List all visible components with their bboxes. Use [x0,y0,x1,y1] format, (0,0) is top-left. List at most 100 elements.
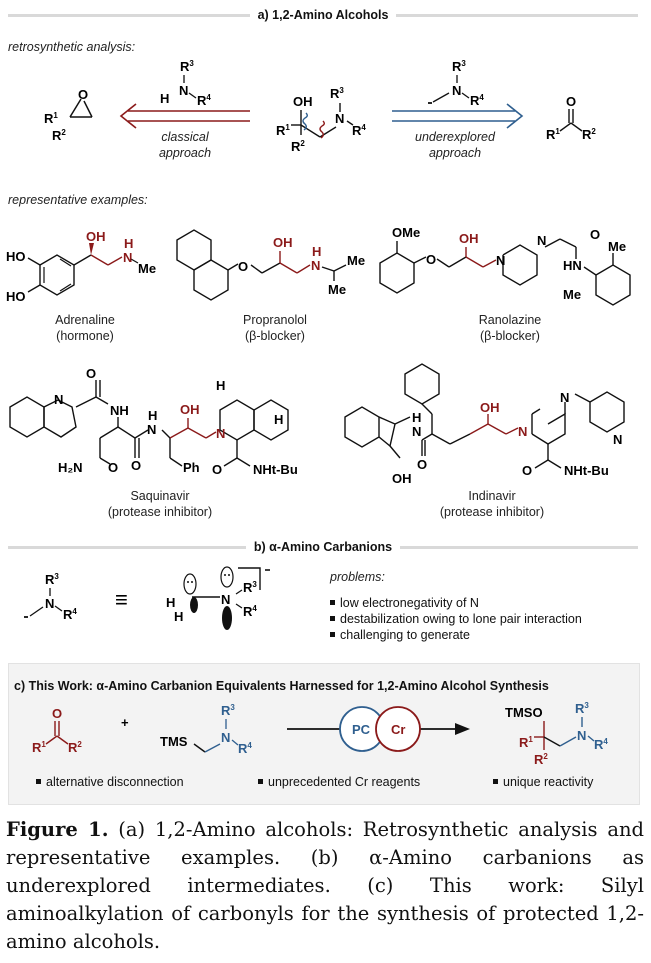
section-a-title: a) 1,2-Amino Alcohols [257,8,389,22]
c-amine-n: N [221,730,230,745]
saquinavir-amide-h: H [148,408,157,423]
propranolol-oh: OH [273,235,293,250]
adrenaline-oh: OH [86,229,106,244]
epoxide-r2: R2 [52,128,66,143]
propranolol-chain [250,251,347,281]
carbanion-r3: R3 [452,59,466,74]
ranolazine-caption: Ranolazine (β-blocker) [460,312,560,344]
saquinavir-amide-n: N [147,422,156,437]
c-product-n: N [577,728,586,743]
center-r2: R2 [291,139,305,154]
indinavir-structure [344,363,625,469]
orbital-h-2: H [174,609,183,624]
red-disconnection-squiggle [319,120,325,139]
saquinavir-structure [9,380,289,467]
ranolazine-name: Ranolazine [478,313,542,327]
section-b-title: b) α-Amino Carbanions [253,540,393,554]
underexplored-line1: underexplored [415,130,495,144]
ranolazine-red-chain [465,247,497,268]
problems-label: problems: [330,570,385,584]
center-n: N [335,111,344,126]
c-bullet-1: alternative disconnection [36,774,184,790]
epoxide-structure [69,98,93,118]
adrenaline-class: (hormone) [56,329,114,343]
problem-item: destabilization owing to lone pair inter… [330,611,582,627]
cr-label: Cr [391,722,405,737]
ranolazine-me-1: Me [608,239,626,254]
c-amine-r4: R4 [238,741,252,756]
section-c-title: c) This Work: α-Amino Carbanion Equivale… [14,679,549,693]
c-bullet-text: unprecedented Cr reagents [268,775,421,789]
indinavir-oh-1: OH [392,471,412,486]
propranolol-name: Propranolol [243,313,307,327]
underexplored-approach-label: underexplored approach [405,129,505,161]
saquinavir-o-2: O [108,460,118,475]
section-b-header: b) α-Amino Carbanions [8,539,638,555]
c-bullet-text: alternative disconnection [46,775,184,789]
indinavir-class: (protease inhibitor) [439,505,545,519]
propranolol-me-1: Me [347,253,365,268]
this-work-box [8,663,640,805]
cr-cycle [375,706,421,752]
b-r3: R3 [45,572,59,587]
c-ketone-o: O [52,706,62,721]
c-ketone-r2: R2 [68,740,82,755]
header-rule-right [396,13,638,17]
figure-caption: Figure 1. (a) 1,2-Amino alcohols: Retros… [6,816,644,956]
indinavir-nhtbu: NHt-Bu [564,463,609,478]
propranolol-class: (β-blocker) [245,329,305,343]
ranolazine-n-1: N [496,253,505,268]
pc-label: PC [352,722,371,737]
examples-label: representative examples: [8,193,148,207]
ranolazine-n-2: N [537,233,546,248]
ketone-r2: R2 [582,127,596,142]
saquinavir-o-1: O [86,366,96,381]
center-oh: OH [293,94,313,109]
orbital-h-1: H [166,595,175,610]
saquinavir-nh: NH [110,403,129,418]
amine-r3: R3 [180,59,194,74]
c-bullet-3: unique reactivity [493,774,593,790]
caption-text: (a) 1,2-Amino alcohols: Retrosynthetic a… [6,818,644,953]
indinavir-caption: Indinavir (protease inhibitor) [422,488,562,520]
adrenaline-nh-h: H [124,236,133,251]
center-r4: R4 [352,123,366,138]
problem-item: challenging to generate [330,627,582,643]
amine-r4: R4 [197,93,211,108]
c-bullet-2: unprecedented Cr reagents [258,774,420,790]
orbital-r3: R3 [243,580,257,595]
header-rule-right [400,545,638,549]
saquinavir-class: (protease inhibitor) [107,505,213,519]
b-n: N [45,596,54,611]
adrenaline-n: N [123,250,132,265]
ketone-bonds [559,109,583,132]
underexplored-line2: approach [428,146,482,160]
propranolol-o: O [238,259,248,274]
orbital-r4: R4 [243,604,257,619]
c-product-r2: R2 [534,752,548,767]
saquinavir-nhtbu: NHt-Bu [253,462,298,477]
ranolazine-me-2: Me [563,287,581,302]
propranolol-caption: Propranolol (β-blocker) [225,312,325,344]
center-r3: R3 [330,86,344,101]
indinavir-n-2: N [560,390,569,405]
saquinavir-h2n: H₂N [58,460,83,475]
propranolol-me-2: Me [328,282,346,297]
amine-n: N [179,83,188,98]
ranolazine-carbonyl-o: O [590,227,600,242]
classical-line1: classical [161,130,209,144]
problem-text: low electronegativity of N [340,596,479,610]
adrenaline-caption: Adrenaline (hormone) [40,312,130,344]
propranolol-n: N [311,258,320,273]
c-bullet-text: unique reactivity [503,775,594,789]
indinavir-n-1: N [518,424,527,439]
ketone-o: O [566,94,576,109]
header-rule-left [8,545,246,549]
carbanion-n: N [452,83,461,98]
indinavir-amide-h: H [412,410,421,425]
this-work-scheme: O R1 R2 + TMS N R3 R4 PC Cr TMSO R3 N R4… [32,701,608,767]
underexplored-arrow [392,103,524,129]
classical-approach-label: classical approach [140,129,230,161]
propranolol-nh-h: H [312,244,321,259]
problem-item: low electronegativity of N [330,595,582,611]
